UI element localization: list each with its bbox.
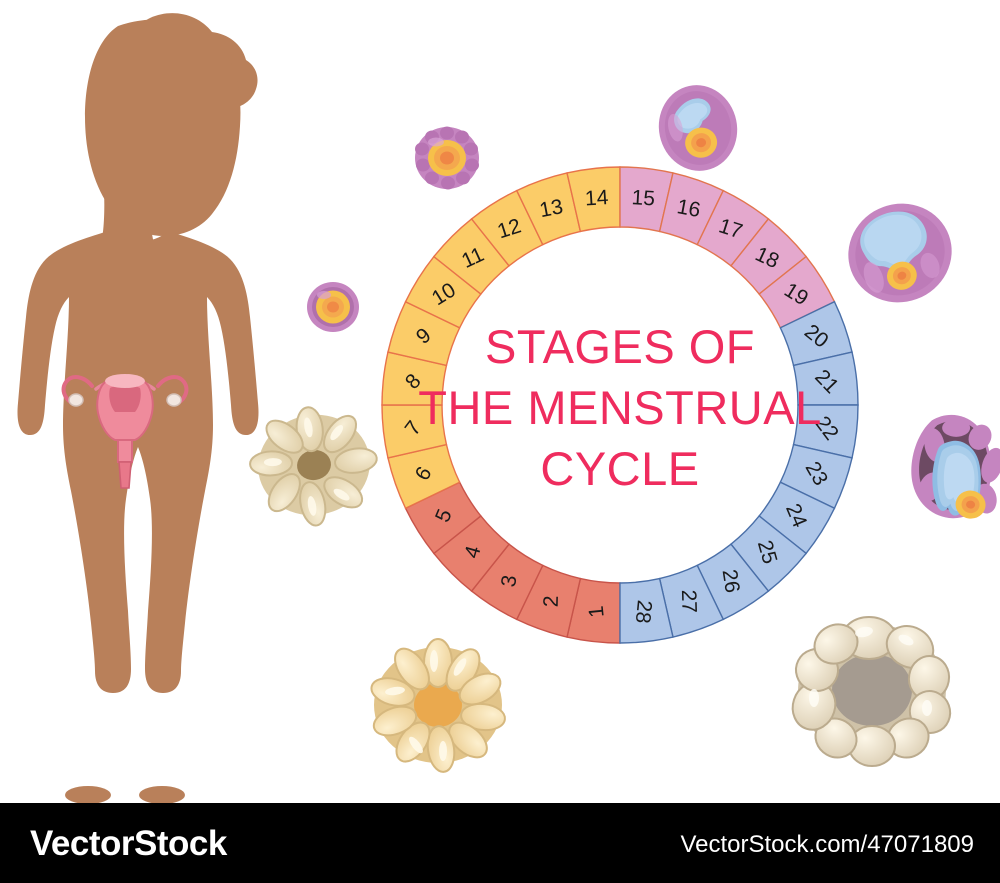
graafian-follicle-right-icon: [848, 203, 952, 303]
watermark-footer: VectorStock VectorStock.com/47071809: [0, 803, 1000, 883]
corpus-albicans-right-icon: [791, 616, 952, 767]
cycle-day-label-14: 14: [584, 186, 609, 210]
cycle-ring: [381, 166, 859, 644]
title-line-1: STAGES OF: [485, 320, 755, 373]
uterus-organ: [61, 374, 189, 489]
female-body-silhouette: [17, 13, 259, 804]
secondary-follicle-top-icon: [658, 85, 738, 171]
vectorstock-url: VectorStock.com/47071809: [680, 831, 974, 858]
cycle-day-label-27: 27: [677, 589, 701, 613]
title-line-3: CYCLE: [540, 442, 699, 495]
cycle-day-label-13: 13: [538, 195, 565, 222]
cycle-day-segment-28[interactable]: [619, 577, 674, 644]
chart-title: STAGES OF THE MENSTRUAL CYCLE: [418, 320, 821, 495]
cycle-day-label-16: 16: [675, 195, 702, 222]
title-line-2: THE MENSTRUAL: [418, 381, 821, 434]
cycle-day-label-26: 26: [718, 568, 744, 595]
vectorstock-brand: VectorStock: [30, 824, 227, 863]
corpus-luteum-bottom-icon: [370, 638, 506, 773]
cycle-day-label-3: 3: [497, 574, 522, 589]
degenerating-corpus-luteum-left-icon: [249, 406, 378, 527]
cycle-day-label-28: 28: [631, 599, 656, 624]
primary-follicle-top-icon: [415, 126, 479, 190]
primordial-follicle-left-icon: [307, 282, 359, 332]
cycle-day-label-2: 2: [540, 595, 563, 607]
ruptured-follicle-ovulation-icon: [911, 414, 1000, 519]
cycle-day-label-1: 1: [585, 605, 609, 619]
cycle-day-label-15: 15: [631, 186, 656, 210]
